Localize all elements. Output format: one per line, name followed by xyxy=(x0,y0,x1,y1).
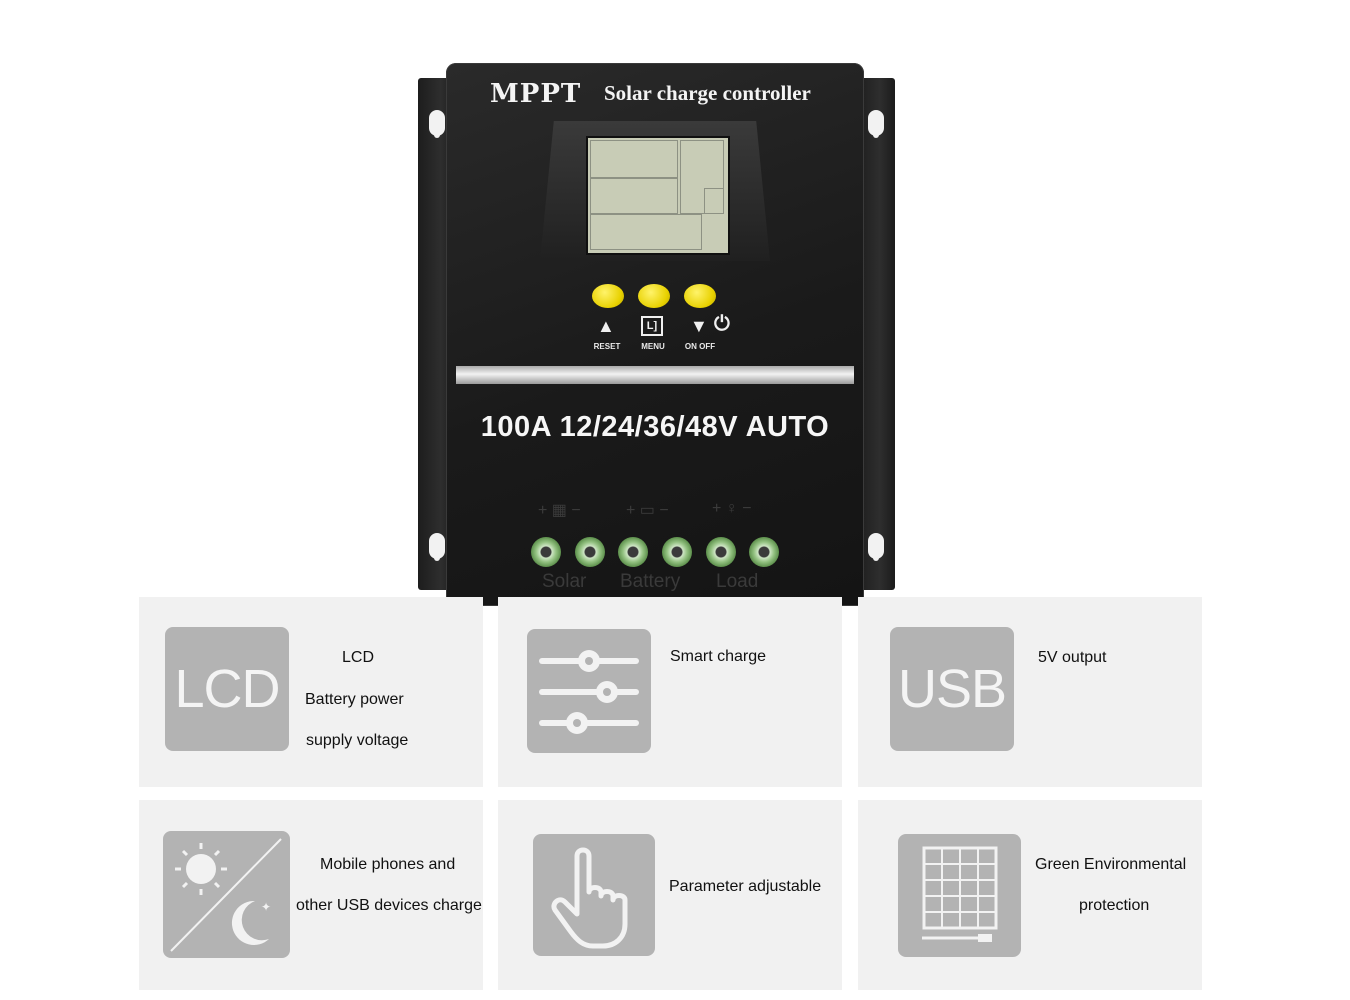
feature-panel-parameter: Parameter adjustable xyxy=(498,800,842,990)
terminal-label-load: Load xyxy=(716,571,759,592)
feature-line: Mobile phones and xyxy=(320,856,456,873)
feature-panel-lcd: LCD LCD Battery power supply voltage xyxy=(139,597,483,787)
feature-line: Smart charge xyxy=(670,648,767,665)
mount-hole xyxy=(429,533,445,561)
lcd-icon: LCD xyxy=(165,627,289,751)
reset-label: RESET xyxy=(593,342,621,351)
solar-panel-icon xyxy=(898,834,1021,957)
feature-line: LCD xyxy=(342,649,375,666)
mount-hole xyxy=(429,110,445,138)
lcd-segment xyxy=(680,140,724,214)
terminal-label-solar: Solar xyxy=(542,571,587,592)
lcd-segment xyxy=(590,140,678,178)
feature-panel-usb: USB 5V output xyxy=(858,597,1202,787)
lcd-segment xyxy=(704,188,724,214)
terminal-screw xyxy=(531,537,561,567)
feature-line: Battery power xyxy=(305,691,404,708)
device-subtitle: Solar charge controller xyxy=(604,81,811,105)
feature-line: 5V output xyxy=(1038,649,1107,666)
model-label: 100A 12/24/36/48V AUTO xyxy=(480,411,830,443)
terminal-screw xyxy=(575,537,605,567)
feature-line: supply voltage xyxy=(306,732,409,749)
usb-icon: USB xyxy=(890,627,1014,751)
feature-line: Parameter adjustable xyxy=(669,878,822,895)
solar-panel-icon: + ▦ − xyxy=(538,502,581,519)
terminal-screw xyxy=(706,537,736,567)
usb-icon-text: USB xyxy=(897,659,1007,719)
feature-panel-usb-charge: ✦ Mobile phones and other USB devices ch… xyxy=(139,800,483,990)
menu-icon: L] xyxy=(641,316,663,336)
battery-icon: + ▭ − xyxy=(626,502,669,519)
up-arrow-icon: ▲ xyxy=(597,316,615,336)
terminal-screw xyxy=(618,537,648,567)
mount-hole xyxy=(868,110,884,138)
feature-line: Green Environmental xyxy=(1035,856,1187,873)
svg-text:✦: ✦ xyxy=(261,900,271,914)
menu-label: MENU xyxy=(641,342,665,351)
menu-button[interactable] xyxy=(638,284,670,308)
feature-panel-smart-charge: Smart charge xyxy=(498,597,842,787)
lcd-screen xyxy=(586,136,730,255)
feature-line: protection xyxy=(1079,897,1150,914)
lcd-segment xyxy=(590,178,678,214)
feature-panel-green: Green Environmental protection xyxy=(858,800,1202,990)
bulb-icon: + ♀ − xyxy=(712,500,752,517)
reset-button[interactable] xyxy=(592,284,624,308)
mount-hole xyxy=(868,533,884,561)
sliders-icon xyxy=(527,629,651,753)
down-arrow-icon: ▼ xyxy=(690,316,708,336)
terminal-screw xyxy=(749,537,779,567)
day-night-icon: ✦ xyxy=(163,831,290,958)
on-off-label: ON OFF xyxy=(684,342,716,351)
terminal-screw xyxy=(662,537,692,567)
lcd-icon-text: LCD xyxy=(174,659,280,719)
brand-label: MPPT xyxy=(490,79,582,109)
lcd-segment xyxy=(590,214,702,250)
charge-controller: MPPT Solar charge controller ▲ L] ▼ ⏻ RE… xyxy=(446,63,864,606)
feature-line: other USB devices charge xyxy=(296,897,482,914)
chrome-stripe xyxy=(456,366,854,384)
terminal-label-battery: Battery xyxy=(620,571,681,592)
on-off-button[interactable] xyxy=(684,284,716,308)
hand-pointer-icon xyxy=(533,834,655,956)
power-icon: ⏻ xyxy=(714,313,730,335)
